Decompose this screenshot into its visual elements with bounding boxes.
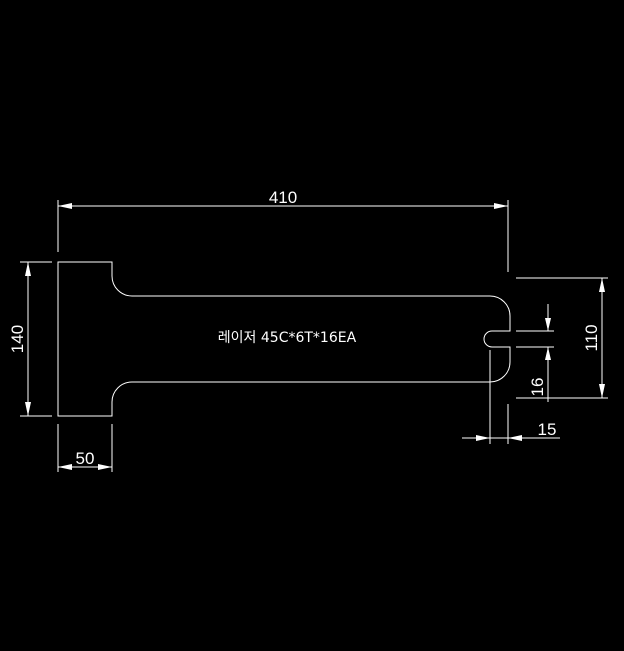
dim-label-15: 15 <box>538 420 557 439</box>
dim-label-16: 16 <box>528 378 547 397</box>
dim-label-140: 140 <box>8 325 27 353</box>
arrow-110-bottom <box>599 384 605 398</box>
part-outline <box>57 261 511 417</box>
arrow-15-left <box>476 435 490 441</box>
arrow-410-right <box>494 203 508 209</box>
arrow-140-bottom <box>25 402 31 416</box>
arrow-410-left <box>58 203 72 209</box>
dim-label-410: 410 <box>269 188 297 207</box>
dim-label-50: 50 <box>76 449 95 468</box>
arrow-16-bottom <box>545 347 551 360</box>
arrow-50-right <box>98 464 112 470</box>
arrow-110-top <box>599 278 605 292</box>
arrow-140-top <box>25 262 31 276</box>
dim-label-110: 110 <box>582 324 601 351</box>
arrow-15-right <box>508 435 522 441</box>
arrow-16-top <box>545 318 551 331</box>
arrow-50-left <box>58 464 72 470</box>
part-note: 레이저 45C*6T*16EA <box>218 330 357 346</box>
